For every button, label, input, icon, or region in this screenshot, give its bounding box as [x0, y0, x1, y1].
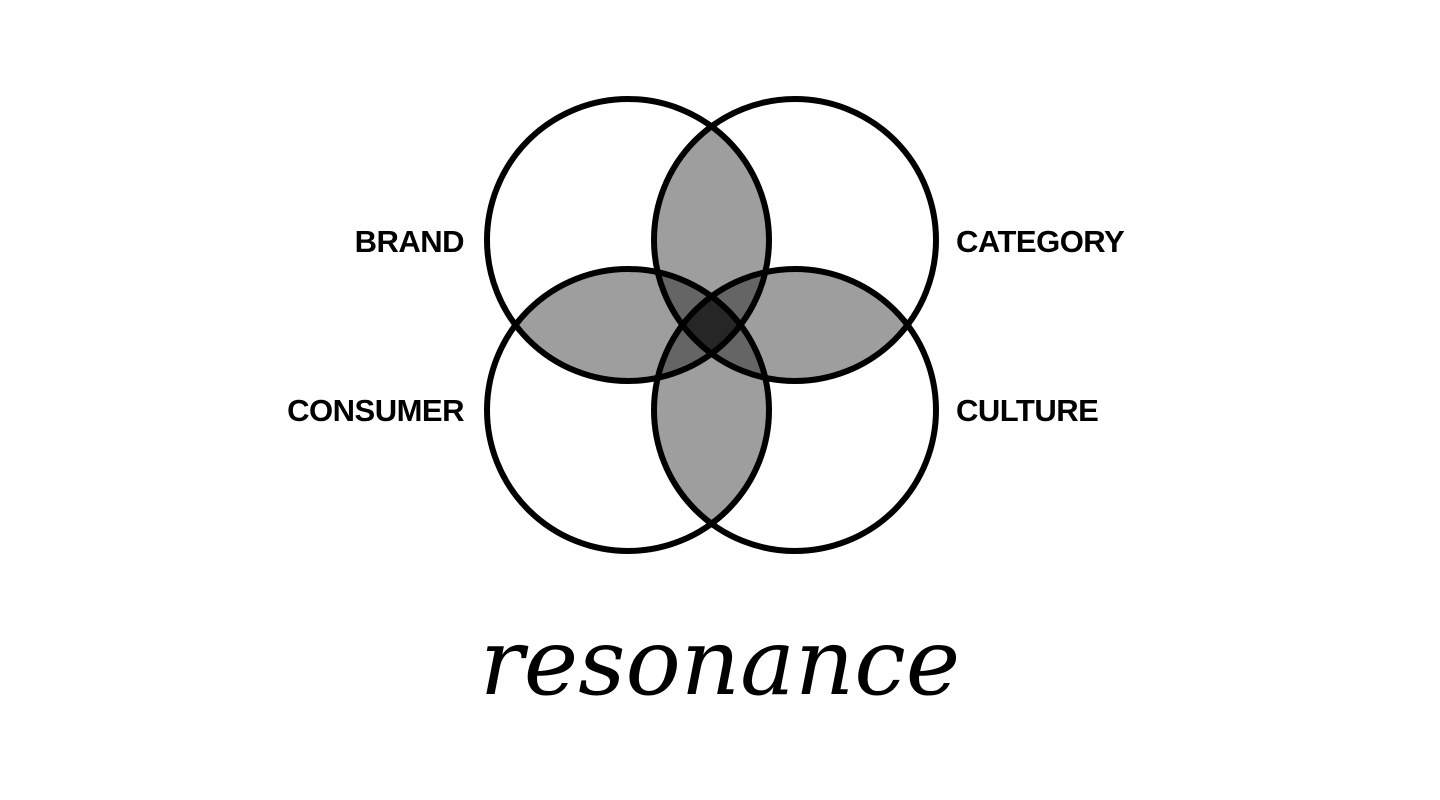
label-consumer: CONSUMER	[287, 393, 464, 428]
label-brand: BRAND	[354, 224, 465, 259]
diagram-title: resonance	[479, 609, 961, 716]
circle-brand	[484, 96, 772, 384]
circle-category	[651, 96, 939, 384]
circle-culture	[651, 266, 939, 554]
circle-consumer	[484, 266, 772, 554]
label-category: CATEGORY	[956, 224, 1125, 259]
label-culture: CULTURE	[956, 393, 1099, 428]
